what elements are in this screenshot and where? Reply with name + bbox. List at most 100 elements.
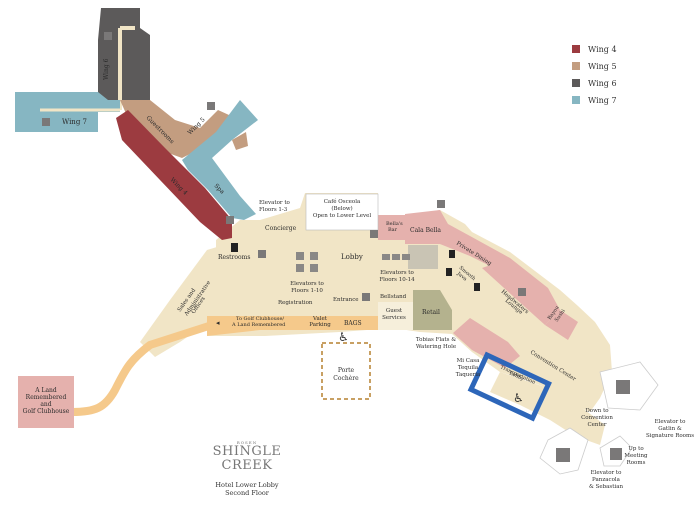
porte-cochere [321,342,371,400]
golf-clubhouse-block [18,376,74,428]
guestrooms-label: Guestrooms [145,114,176,145]
map-caption-2: Second Floor [225,489,269,497]
elevator-banks [296,252,410,272]
bellas-bar-block [378,215,405,240]
private-dining-block [440,236,510,272]
golf-arrow-icon: ◂ [216,319,220,327]
restroom-icons [231,243,480,291]
convention-hall [490,372,605,445]
spa-label: Spa [213,182,226,195]
down-conv-label-3: Center [587,422,606,428]
elevator-icons [42,32,630,462]
legend-swatch-wing-7 [572,96,580,104]
svg-text:♿: ♿ [513,391,524,405]
map-caption-1: Hotel Lower Lobby [215,481,279,489]
legend-swatch-wing-4 [572,45,580,53]
meeting-label-2: Meeting [624,453,648,459]
gatlin-label-2: Gatlin & [658,426,682,432]
transportation-highlight [467,351,552,422]
wing-4-label: Wing 4 [169,176,189,196]
porte-label-1: Porte [338,367,355,374]
legend-label: Wing 6 [588,78,617,88]
elevators-10-14-label-2: Floors 10-14 [379,277,415,283]
legend-label: Wing 4 [588,44,617,54]
cala-bella-block [405,210,470,250]
concierge-label: Concierge [265,225,297,232]
land-label-4: Golf Clubhouse [23,408,70,415]
brand-small: ROSEN [236,440,258,445]
golf-walkway [71,320,217,416]
golf-sign-label-1: To Golf Clubhouse/ [236,316,284,322]
legend-label: Wing 5 [588,61,617,71]
registration-label: Registration [278,300,313,306]
land-label-3: and [40,401,51,408]
mi-casa-label-2: Tequila [458,365,479,371]
tobias-label-2: Watering Hole [416,344,456,350]
gatlin-label-3: Signature Rooms [646,433,694,439]
private-dining-label: Private Dining [455,241,493,268]
down-conv-label-1: Down to [585,408,609,414]
bayou-sushi-block [545,310,578,340]
cafe-box [305,193,379,231]
panzacola-label-1: Elevator to [591,470,623,476]
panzacola-label-2: Panzacola [592,477,621,483]
valet-label-2: Parking [309,322,331,328]
gatlin-label-1: Elevator to [655,419,687,425]
legend-swatch-wing-6 [572,79,580,87]
wing-4-block [116,110,232,240]
legend-item-wing-6: Wing 6 [572,77,682,89]
legend-item-wing-5: Wing 5 [572,60,682,72]
mi-casa-block [453,318,520,368]
panzacola-label-3: & Sebastian [589,484,624,490]
down-conv-label-2: Convention [581,415,613,421]
mi-casa-label-3: Taqueria [456,372,481,378]
retail-block [413,290,452,330]
elevators-1-10-label-1: Elevators to [290,281,324,287]
wing-7-block [15,92,120,132]
golf-sign-label-2: A Land Remembered [231,322,286,328]
cafe-label-2: (Below) [331,205,352,212]
lobby-label: Lobby [341,253,363,261]
meeting-label-1: Up to [628,446,644,452]
guest-services-label-2: Services [382,315,406,321]
svg-text:♿: ♿ [338,330,349,344]
wing-5-small-block [232,132,248,150]
elevator-1-3-label-1: Elevator to [259,200,291,206]
bellstand-label: Bellstand [380,294,407,300]
brand-logo: ROSEN SHINGLE CREEK Hotel Lower Lobby Se… [192,440,302,497]
service-area [408,245,438,269]
spa-block [182,100,258,220]
land-label-2: Remembered [26,394,67,401]
valet-label-1: Valet [312,316,328,322]
legend-swatch-wing-5 [572,62,580,70]
guest-services-label-1: Guest [386,308,403,314]
porte-label-2: Cochère [333,375,359,382]
brand-name: SHINGLE CREEK [212,444,282,473]
valet-parking-block [207,316,378,336]
entrance-label: Entrance [333,297,359,303]
wing-7-label: Wing 7 [62,118,87,126]
bellas-bar-label-1: Bella's [386,221,403,227]
transport-label-2: Lobby [508,370,525,382]
legend-item-wing-4: Wing 4 [572,43,682,55]
elevators-10-14-label-1: Elevators to [380,270,414,276]
elevator-1-3-label-2: Floors 1-3 [259,207,288,213]
cafe-label-3: Open to Lower Level [313,213,371,219]
elevators-1-10-label-2: Floors 1-10 [291,288,323,294]
legend-item-wing-7: Wing 7 [572,94,682,106]
tobias-label-1: Tobias Flats & [416,337,456,343]
guest-services-block [378,302,413,330]
accessible-icons: ♿ ♿ [338,330,524,405]
wing-5-label: Wing 5 [186,116,206,136]
cafe-label-1: Café Osceola [324,198,361,205]
bags-label: BAGS [344,320,362,327]
convention-label: Convention Center [529,350,577,383]
bellas-bar-label-2: Bar [388,227,398,233]
wing-6-label: Wing 6 [103,58,110,80]
mi-casa-label-1: Mi Casa [457,358,480,364]
meeting-label-3: Rooms [627,460,646,466]
land-label-1: A Land [34,387,57,394]
retail-label: Retail [422,309,440,316]
